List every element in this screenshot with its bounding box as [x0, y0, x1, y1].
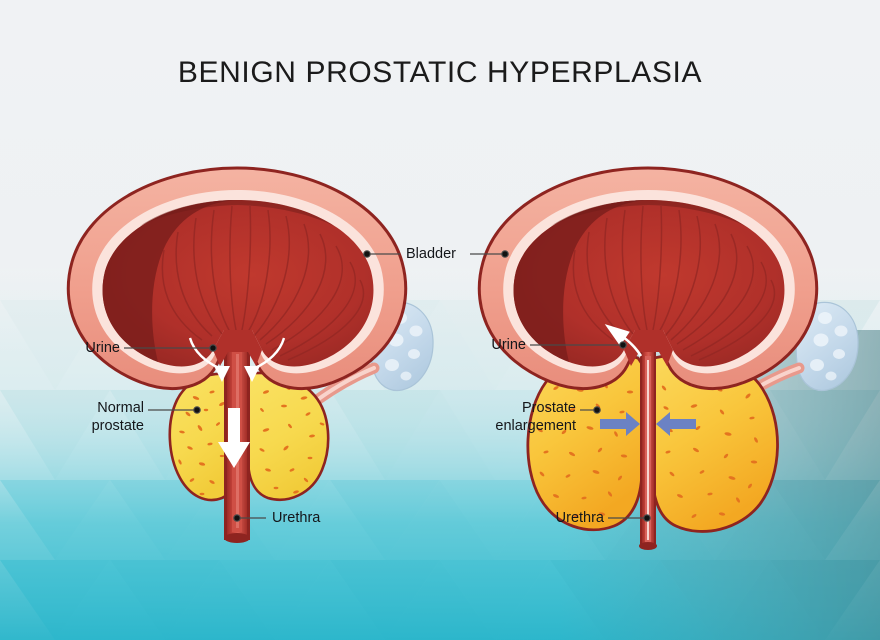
label-urine-left: Urine: [85, 340, 120, 356]
compression-arrows: [600, 412, 696, 436]
prostate-speckles-enlarged-right: [661, 359, 758, 518]
label-normal-prostate-line2: prostate: [91, 418, 144, 434]
label-prostate-enlargement-line2: enlargement: [495, 418, 576, 434]
bladder-enlarged-case: [477, 166, 819, 390]
diagram-normal-prostate: [66, 166, 434, 543]
compression-arrow-right: [656, 412, 696, 436]
prostate-speckles-enlarged-left: [537, 364, 634, 518]
prostate-speckles-right: [259, 386, 325, 494]
label-prostate-enlargement-line1: Prostate: [522, 400, 576, 416]
label-urethra-left: Urethra: [272, 510, 321, 526]
seminal-vesicle-right: [795, 301, 859, 392]
bladder-normal: [66, 166, 408, 390]
flow-arrowhead-1: [214, 366, 230, 382]
diagram-enlarged-prostate: [477, 166, 859, 550]
flow-arrowhead-2: [244, 366, 260, 382]
leader-lines: [124, 250, 651, 522]
urine-backflow-arrow: [604, 324, 643, 357]
prostate-speckles-left: [178, 390, 225, 496]
urethra-compressed: [639, 352, 657, 550]
bladder-rugae: [161, 205, 365, 361]
bladder-rugae-right: [572, 205, 776, 361]
prostate-normal: [168, 371, 330, 502]
page-title: BENIGN PROSTATIC HYPERPLASIA: [177, 56, 703, 89]
main-flow-arrow-normal: [218, 408, 250, 468]
label-bladder: Bladder: [406, 246, 456, 262]
compression-arrow-left: [600, 412, 640, 436]
prostate-enlarged: [526, 352, 779, 533]
label-urethra-right: Urethra: [555, 510, 604, 526]
label-urine-right: Urine: [491, 337, 526, 353]
label-normal-prostate-line1: Normal: [97, 400, 144, 416]
